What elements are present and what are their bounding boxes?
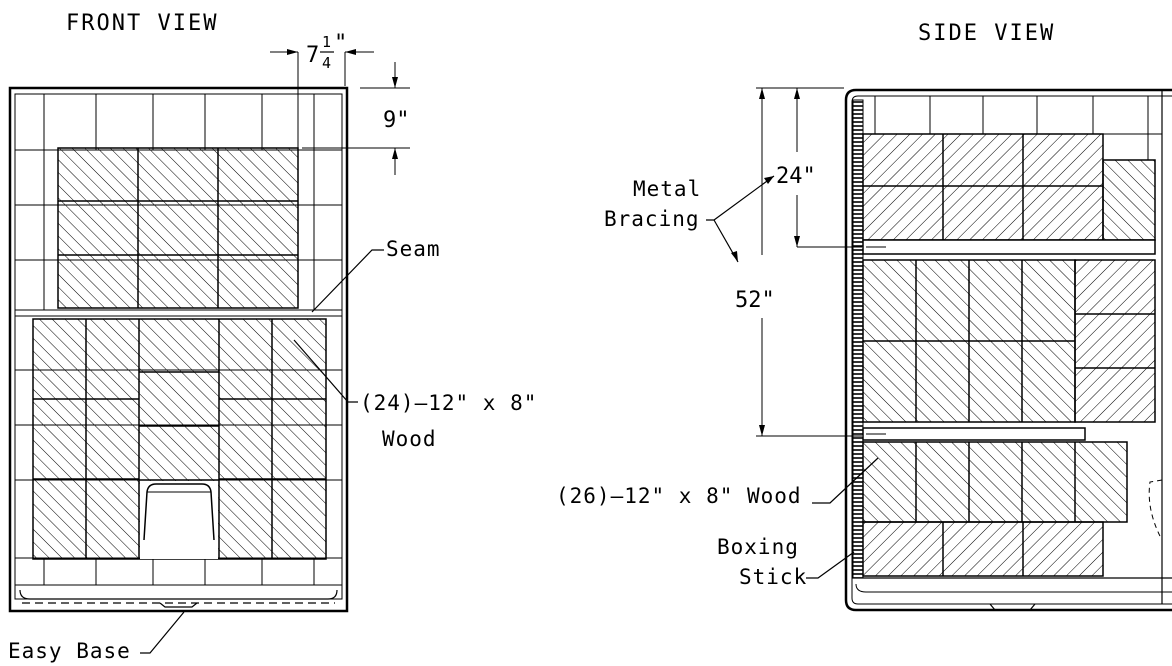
side-wood-callout: (26)–12" x 8" Wood <box>556 457 879 508</box>
metal-bracing-label-line2: Bracing <box>604 207 700 231</box>
dim-upper-24: 24" <box>776 88 862 248</box>
dim-total-label: 52" <box>735 288 775 313</box>
dim-height-label: 9" <box>383 108 410 133</box>
dim-width-whole: 7 <box>306 43 319 68</box>
front-upper-wood <box>57 147 299 309</box>
dim-width-unit: " <box>334 31 347 56</box>
seam-label: Seam <box>386 237 441 261</box>
side-lower-wood <box>862 441 1128 523</box>
easy-base-callout: Easy Base <box>8 611 185 663</box>
side-bottom-wood <box>862 521 1104 577</box>
front-easy-base <box>15 584 342 608</box>
side-middle-wood <box>862 259 1156 423</box>
side-hidden-edge <box>1148 479 1163 541</box>
side-base <box>852 577 1172 611</box>
boxing-stick-callout: Boxing Stick <box>717 535 855 589</box>
metal-bracing-label-line1: Metal <box>633 177 701 201</box>
front-wood-label-line1: (24)–12" x 8" <box>360 391 537 415</box>
boxing-stick <box>852 99 864 579</box>
front-view-title: FRONT VIEW <box>66 11 218 36</box>
side-frame <box>844 88 1172 612</box>
side-lower-bracing <box>862 427 1086 441</box>
seam-callout: Seam <box>311 237 441 313</box>
easy-base-label: Easy Base <box>8 639 131 663</box>
side-view-title: SIDE VIEW <box>918 21 1055 46</box>
side-wood-label: (26)–12" x 8" Wood <box>556 484 802 508</box>
dim-width-denominator: 4 <box>322 54 331 72</box>
side-view: SIDE VIEW <box>556 21 1172 612</box>
dim-height-9: 9" <box>302 62 410 175</box>
boxing-stick-label-line1: Boxing <box>717 535 799 559</box>
side-upper-bracing <box>862 239 1156 255</box>
front-lower-wood <box>32 318 327 560</box>
side-upper-wood <box>862 133 1156 241</box>
dim-total-52: 52" <box>735 87 862 437</box>
dim-upper-label: 24" <box>776 164 816 189</box>
metal-bracing-callout: Metal Bracing <box>604 175 775 263</box>
front-view: FRONT VIEW <box>8 11 537 663</box>
dim-width-7-1-4: 7 1 4 " <box>270 31 374 150</box>
boxing-stick-label-line2: Stick <box>739 565 807 589</box>
front-wood-label-line2: Wood <box>382 427 437 451</box>
dim-width-numerator: 1 <box>322 33 331 51</box>
front-wood-callout: (24)–12" x 8" Wood <box>293 339 537 451</box>
